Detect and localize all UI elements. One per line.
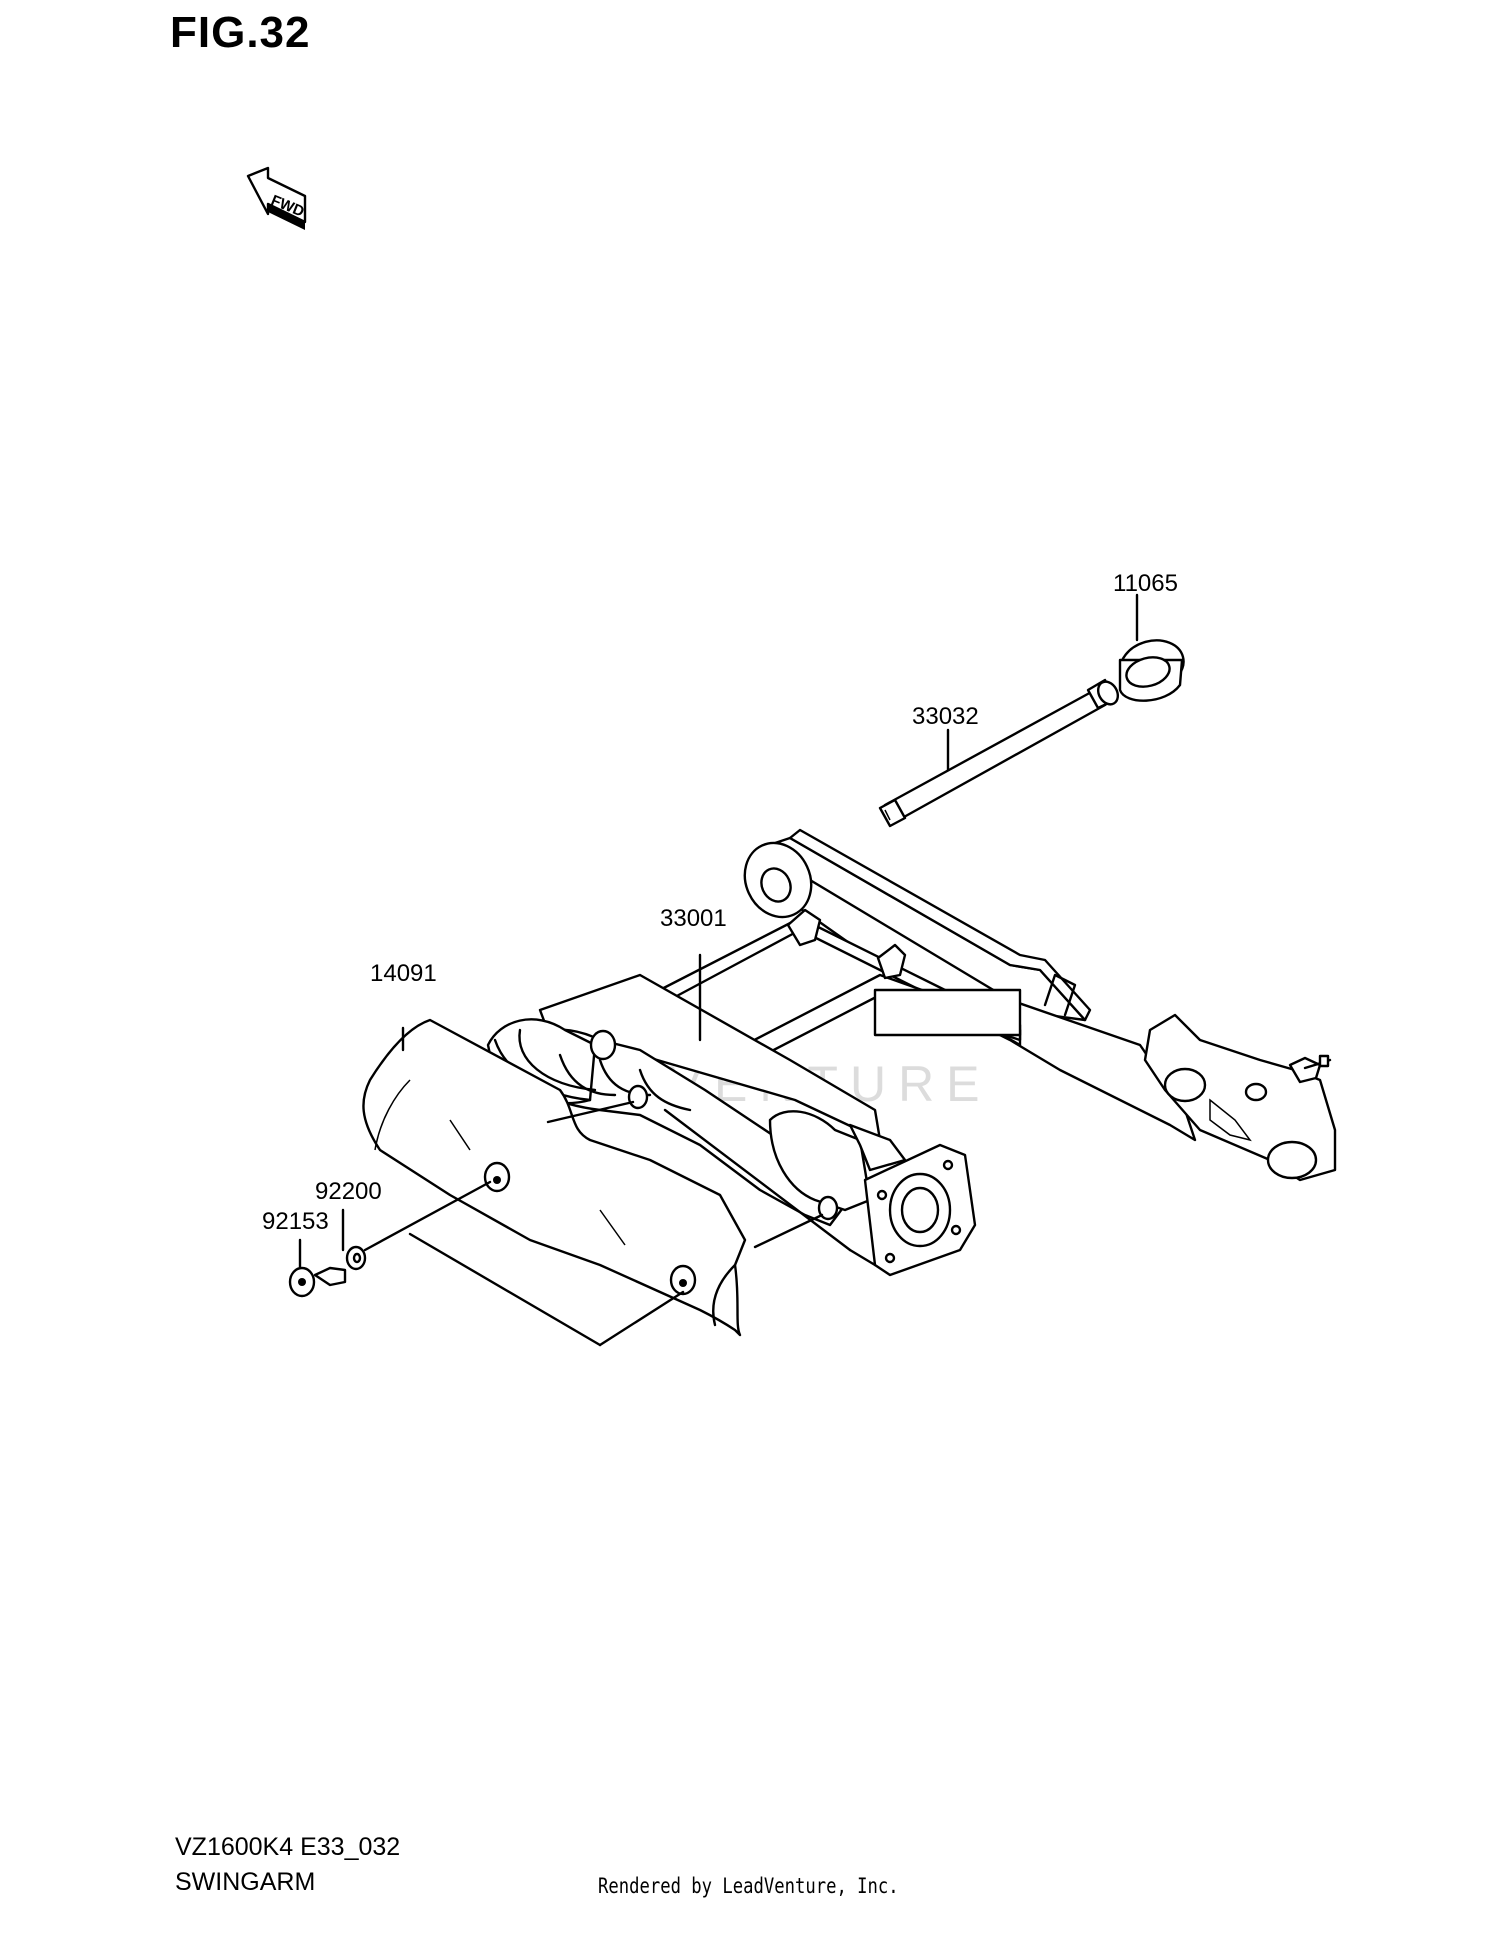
part-label-92153: 92153 — [262, 1208, 329, 1235]
fwd-arrow-icon: FWD — [246, 166, 307, 230]
section-name: SWINGARM — [175, 1868, 316, 1896]
model-code: VZ1600K4 E33_032 — [175, 1833, 401, 1861]
part-label-33001: 33001 — [660, 905, 727, 932]
figure-title: FIG.32 — [170, 8, 311, 57]
swingarm-frame — [486, 828, 1337, 1277]
swingarm-cover — [362, 1018, 747, 1337]
part-label-92200: 92200 — [315, 1178, 382, 1205]
pivot-shaft — [878, 678, 1120, 828]
part-label-11065: 11065 — [1113, 570, 1178, 597]
washer — [345, 1245, 367, 1271]
leader-lines — [298, 593, 1139, 1347]
bolt — [288, 1266, 347, 1298]
part-label-14091: 14091 — [370, 960, 437, 987]
part-label-33032: 33032 — [912, 703, 979, 730]
render-credit: Rendered by LeadVenture, Inc. — [598, 1874, 899, 1898]
pivot-collar — [1118, 639, 1185, 702]
